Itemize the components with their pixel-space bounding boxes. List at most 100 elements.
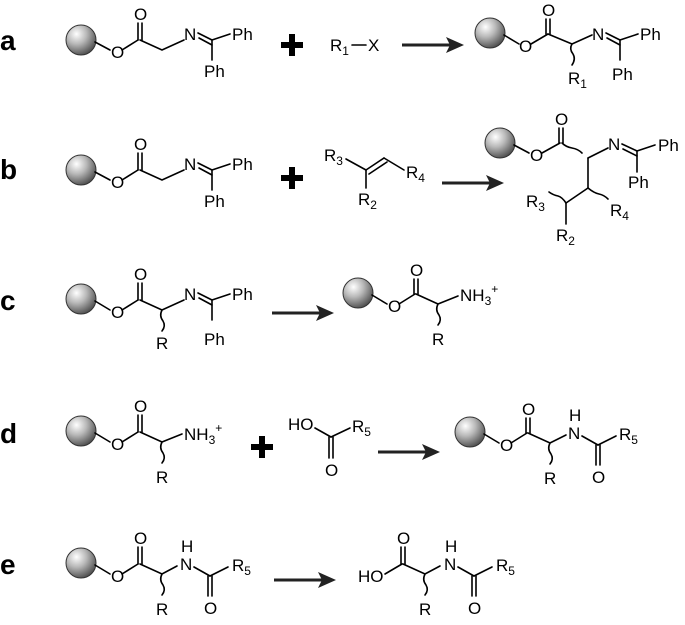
reaction-arrow — [272, 570, 338, 590]
resin-bead — [484, 127, 516, 159]
svg-text:NH3+: NH3+ — [184, 421, 222, 447]
r-group: R — [330, 36, 342, 55]
svg-text:R1: R1 — [568, 69, 587, 91]
r-group: R — [419, 600, 431, 619]
r5-group: R — [232, 556, 244, 575]
ester-oxygen: O — [111, 435, 124, 454]
resin-amide-e: O O R H N O R5 — [65, 529, 251, 619]
r-group: R — [156, 468, 168, 487]
svg-text:R1: R1 — [330, 36, 349, 58]
reaction-b: b O O N Ph Ph R3 R4 R2 — [0, 110, 679, 248]
amide-nitrogen: N — [180, 555, 192, 574]
phenyl-1: Ph — [658, 136, 679, 155]
reaction-label-a: a — [0, 25, 16, 56]
imine-nitrogen: N — [184, 285, 196, 304]
svg-text:R3: R3 — [526, 192, 545, 214]
phenyl-2: Ph — [204, 62, 225, 81]
phenyl-1: Ph — [232, 285, 253, 304]
hydroxyl-group: HO — [288, 415, 314, 434]
plus-sign — [251, 436, 273, 458]
r-group: R — [432, 330, 444, 349]
phenyl-1: Ph — [232, 155, 253, 174]
substituted-imine-c: O O R N Ph Ph — [65, 265, 253, 353]
svg-text:R2: R2 — [358, 190, 377, 212]
resin-bead — [342, 277, 374, 309]
carbonyl-oxygen: O — [134, 5, 147, 24]
r3-group: R — [324, 146, 336, 165]
michael-adduct-b: O O N Ph Ph R4 R3 R2 — [484, 110, 679, 248]
amide-hydrogen: H — [445, 537, 457, 556]
resin-glycine-imine-b: O O N Ph Ph — [65, 135, 253, 211]
ester-oxygen: O — [519, 37, 532, 56]
reaction-label-e: e — [0, 549, 16, 580]
resin-glycine-imine-a: O O N Ph Ph — [65, 5, 253, 81]
reaction-c: c O O R N Ph Ph O O R — [0, 261, 498, 353]
resin-bead — [474, 17, 506, 49]
ester-oxygen: O — [111, 303, 124, 322]
phenyl-1: Ph — [640, 25, 661, 44]
reaction-arrow — [270, 303, 336, 323]
carbonyl-oxygen: O — [134, 397, 147, 416]
reaction-d: d O O R NH3+ HO O R5 O — [0, 397, 638, 488]
ammonium-group: NH — [184, 425, 209, 444]
ester-oxygen: O — [500, 436, 513, 455]
r-group: R — [156, 600, 168, 619]
amide-oxygen: O — [468, 599, 481, 618]
reaction-label-c: c — [0, 285, 16, 316]
ester-oxygen: O — [111, 173, 124, 192]
svg-text:R5: R5 — [352, 417, 371, 439]
alkylated-product-a: O O R1 N Ph Ph — [474, 1, 661, 91]
carbonyl-oxygen: O — [555, 110, 568, 129]
reaction-label-d: d — [0, 418, 17, 449]
phenyl-2: Ph — [204, 330, 225, 349]
carbonyl-oxygen: O — [134, 135, 147, 154]
resin-amine-d: O O R NH3+ — [65, 397, 222, 487]
svg-text:R5: R5 — [496, 556, 515, 578]
free-amine-c: O O R NH3+ — [342, 261, 498, 349]
ester-oxygen: O — [388, 297, 401, 316]
imine-nitrogen: N — [184, 25, 196, 44]
ester-oxygen: O — [530, 146, 543, 165]
reaction-e: e O O R H N O R5 H O O R — [0, 529, 515, 619]
imine-nitrogen: N — [608, 135, 620, 154]
phenyl-2: Ph — [628, 173, 649, 192]
svg-text:R4: R4 — [610, 201, 629, 223]
amide-oxygen: O — [204, 599, 217, 618]
halide-x: X — [368, 36, 379, 55]
alkene: R3 R4 R2 — [324, 146, 425, 212]
r5-group: R — [496, 556, 508, 575]
imine-nitrogen: N — [592, 25, 604, 44]
r-group: R — [156, 334, 168, 353]
amide-hydrogen: H — [181, 537, 193, 556]
svg-text:R3: R3 — [324, 146, 343, 168]
r3-group: R — [526, 192, 538, 211]
resin-bead — [65, 415, 97, 447]
resin-bead — [454, 416, 486, 448]
carbonyl-oxygen: O — [542, 1, 555, 20]
carbonyl-oxygen: O — [134, 265, 147, 284]
amide-nitrogen: N — [568, 424, 580, 443]
resin-bead — [65, 24, 97, 56]
r4-group: R — [406, 163, 418, 182]
amide-nitrogen: N — [444, 555, 456, 574]
r2-group: R — [556, 226, 568, 245]
r4-group: R — [610, 201, 622, 220]
alkyl-halide: R1 X — [330, 36, 379, 58]
r1-group: R — [568, 69, 580, 88]
reaction-arrow — [376, 442, 442, 462]
svg-text:NH3+: NH3+ — [460, 282, 498, 308]
phenyl-1: Ph — [232, 25, 253, 44]
phenyl-2: Ph — [612, 65, 633, 84]
svg-text:R2: R2 — [556, 226, 575, 248]
r5-group: R — [619, 425, 631, 444]
reaction-arrow — [440, 173, 506, 193]
carbonyl-oxygen: O — [410, 261, 423, 280]
carboxylic-acid: HO O R5 — [288, 415, 371, 480]
r-group: R — [544, 469, 556, 488]
carbonyl-oxygen: O — [522, 400, 535, 419]
imine-nitrogen: N — [184, 155, 196, 174]
svg-text:R5: R5 — [619, 425, 638, 447]
reaction-a: a O O N Ph Ph R1 X O O — [0, 1, 661, 91]
amide-product-d: O O R H N O R5 — [454, 400, 638, 488]
